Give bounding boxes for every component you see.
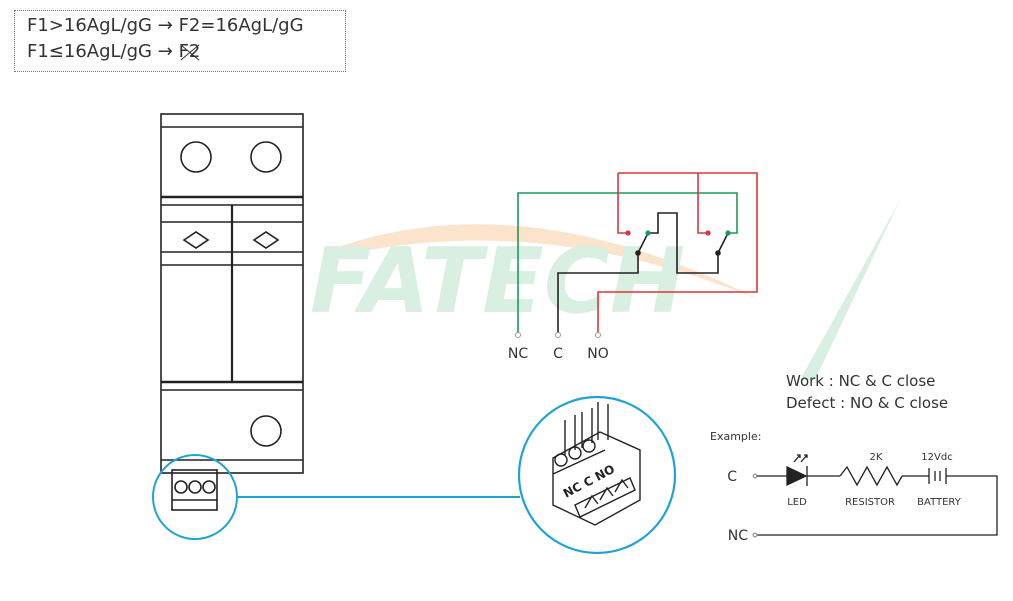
indicator-diamond-icon — [252, 231, 280, 249]
rule-result-struck: F2 — [178, 41, 201, 62]
resistor-icon — [839, 465, 903, 487]
contact-schematic — [515, 172, 758, 338]
battery-label: BATTERY — [917, 497, 962, 508]
arrow: → — [157, 41, 173, 62]
rule-condition: F1>16AgL/gG — [27, 15, 152, 36]
terminal-screw-icon — [250, 141, 282, 173]
example-c-label: C — [727, 469, 737, 485]
example-nc-label: NC — [728, 528, 748, 544]
fuse-rule-1: F1>16AgL/gG → F2=16AgL/gG — [27, 15, 304, 36]
nc-wire — [517, 192, 738, 334]
arrow: → — [157, 15, 173, 36]
example-circuit: Example: C NC LED RESISTOR 2K BATTERY 12… — [710, 430, 998, 544]
terminal-screw-icon — [250, 415, 282, 447]
fuse-rule-2: F1≤16AgL/gG → F2 — [27, 41, 200, 62]
resistor-value: 2K — [870, 452, 883, 463]
resistor-label: RESISTOR — [845, 497, 895, 508]
surge-protector-device — [160, 113, 304, 511]
terminal-screw-icon — [180, 141, 212, 173]
led-icon — [786, 465, 808, 487]
terminal-label-no: NO — [587, 346, 609, 362]
terminal-label-nc: NC — [508, 346, 528, 362]
terminal-label-c: C — [553, 346, 563, 362]
battery-icon — [928, 468, 947, 484]
watermark-text: FATECH — [310, 229, 685, 334]
connector-highlight-circle — [152, 454, 238, 540]
rule-condition: F1≤16AgL/gG — [27, 41, 152, 62]
no-wire — [597, 172, 758, 334]
defect-status-text: Defect : NO & C close — [786, 394, 948, 412]
watermark: FATECH — [310, 200, 900, 380]
work-status-text: Work : NC & C close — [786, 372, 935, 390]
fuse-rule-box: F1>16AgL/gG → F2=16AgL/gG F1≤16AgL/gG → … — [14, 10, 346, 72]
watermark-swoosh — [330, 224, 760, 300]
battery-value: 12Vdc — [921, 452, 952, 463]
example-title: Example: — [710, 430, 761, 443]
led-label: LED — [787, 497, 807, 508]
rule-result: F2=16AgL/gG — [178, 15, 304, 36]
indicator-diamond-icon — [182, 231, 210, 249]
connector-zoom-icon: NC C NO — [552, 402, 641, 526]
c-wire — [557, 212, 729, 334]
watermark-bolt — [800, 200, 900, 380]
